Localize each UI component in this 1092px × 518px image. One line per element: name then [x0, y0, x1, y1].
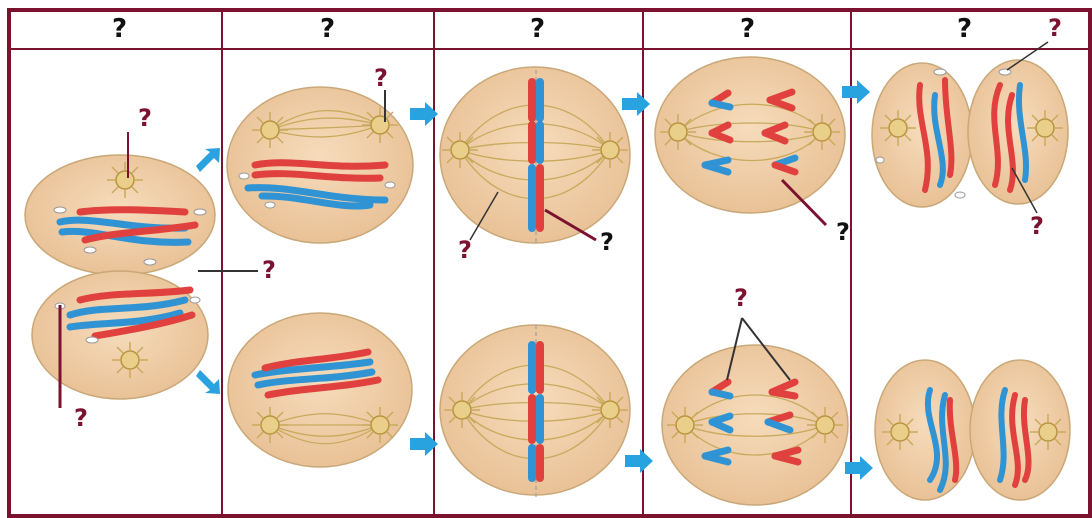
- label-top-right-centrosome: ?: [374, 64, 388, 92]
- cell-col5-top: [872, 60, 1068, 207]
- label-cleavage-membrane: ?: [262, 256, 276, 284]
- arrow-icon: [625, 449, 653, 473]
- label-nuclear-envelope-fragment: ?: [1048, 14, 1062, 42]
- column-header: ?: [112, 14, 127, 44]
- cell-col3-top: [440, 67, 630, 245]
- arrow-icon: [845, 456, 873, 480]
- label-nuclear-membrane: ?: [74, 404, 88, 432]
- label-anaphase-pair: ?: [734, 284, 748, 312]
- cell-col1-top: [25, 155, 215, 275]
- column-header: ?: [320, 14, 335, 44]
- arrow-icon: [196, 370, 220, 394]
- label-spindle-fiber: ?: [458, 236, 472, 264]
- arrow-icon: [196, 148, 220, 172]
- cell-col5-bottom: [875, 360, 1070, 500]
- column-header: ?: [530, 14, 545, 44]
- label-separated-chromatid: ?: [836, 218, 850, 246]
- cell-col2-bottom: [228, 313, 412, 467]
- cell-col3-bottom: [440, 325, 630, 500]
- column-header: ?: [740, 14, 755, 44]
- label-chromosome-in-daughter: ?: [1030, 212, 1044, 240]
- column-header: ?: [957, 14, 972, 44]
- cell-col4-top: [655, 57, 845, 213]
- label-centrosome: ?: [138, 104, 152, 132]
- cell-col4-bottom: [662, 345, 848, 505]
- arrow-icon: [622, 92, 650, 116]
- cell-col1-bottom: [32, 271, 208, 399]
- label-kinetochore: ?: [600, 228, 614, 256]
- arrow-icon: [842, 80, 870, 104]
